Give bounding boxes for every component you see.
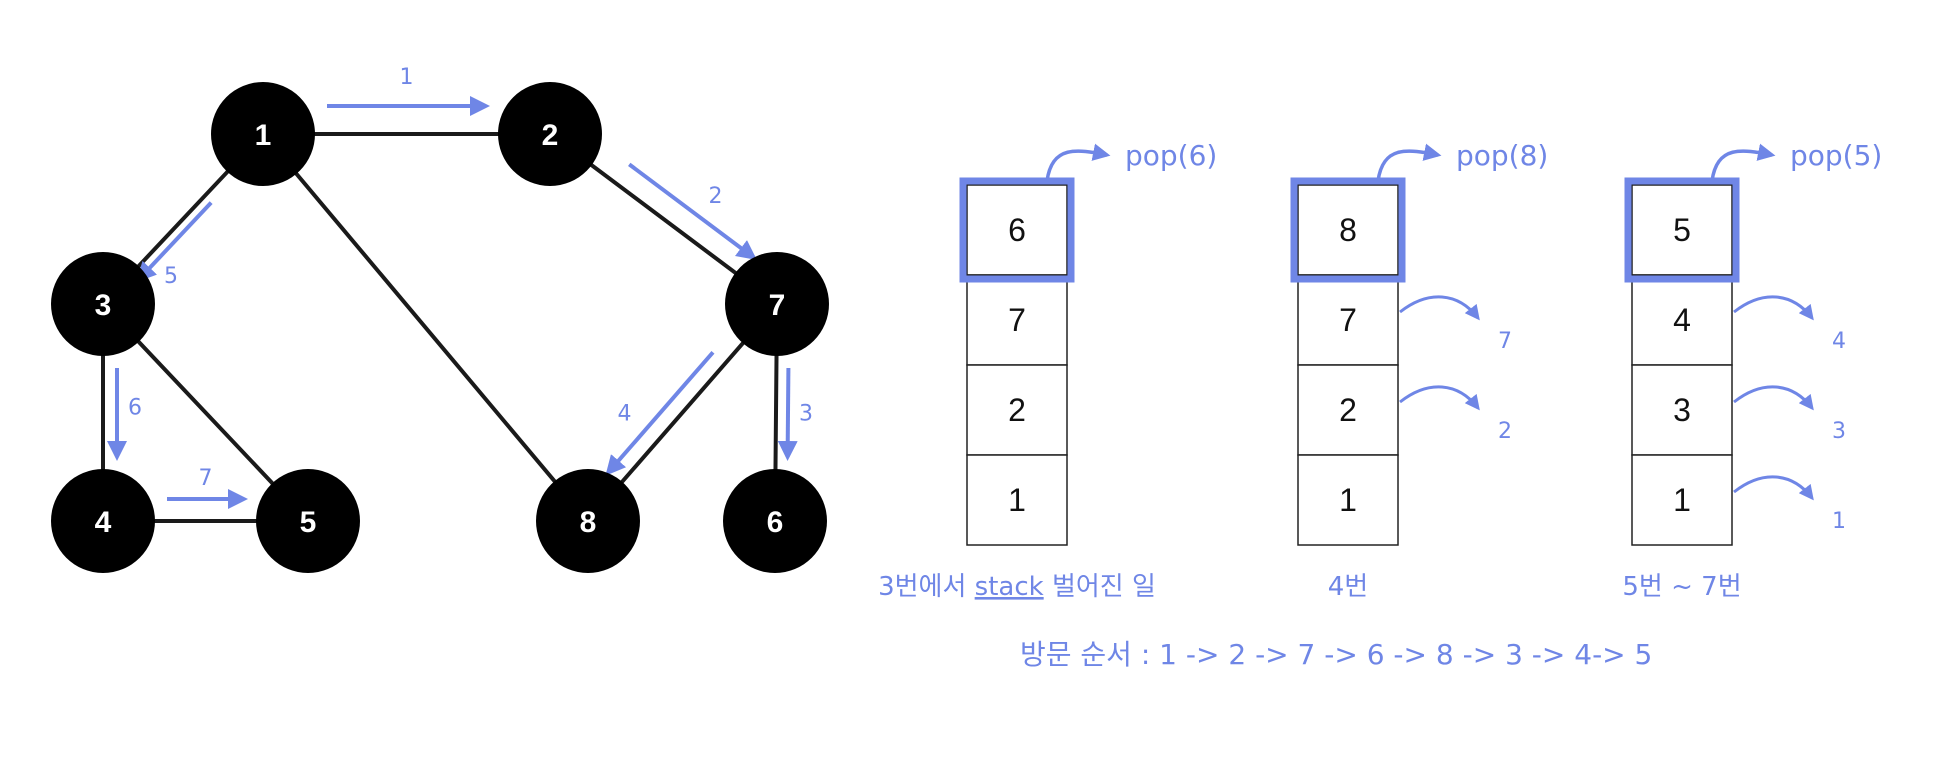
node-label: 6	[767, 506, 784, 539]
node-circle	[211, 82, 315, 186]
step-arrow-5	[136, 201, 213, 283]
node-circle	[725, 252, 829, 356]
caption-prefix: 3번에서	[878, 572, 975, 602]
stack-2: 8 7 2 1 pop(8) 7 2 4번	[1290, 139, 1548, 602]
node-label: 3	[95, 289, 112, 322]
caption-suffix: 벌어진 일	[1044, 572, 1156, 602]
node-circle	[723, 469, 827, 573]
stack-caption: 5번 ~ 7번	[1622, 572, 1741, 602]
stack-cell	[966, 274, 1068, 366]
step-label-4: 4	[618, 402, 632, 427]
pop-arrow	[1045, 143, 1111, 182]
graph-nodes: 1 2 3 4 5 6 7 8	[51, 82, 829, 573]
stack-cell-value: 1	[1673, 482, 1691, 518]
visit-order-text: 방문 순서 : 1 -> 2 -> 7 -> 6 -> 8 -> 3 -> 4-…	[1020, 638, 1652, 671]
popped-arrow	[1733, 475, 1814, 501]
stack-cell	[1297, 364, 1399, 456]
stack-caption: 3번에서 stack 벌어진 일	[878, 572, 1156, 602]
stack-cell-value: 7	[1339, 302, 1357, 338]
graph-node-5: 5	[256, 469, 360, 573]
step-arrow-4	[605, 350, 715, 476]
stack-cell	[1297, 274, 1399, 366]
stack-cell-value: 2	[1008, 392, 1026, 428]
node-circle	[256, 469, 360, 573]
node-label: 8	[580, 506, 597, 539]
step-arrow-2	[628, 162, 757, 261]
node-label: 1	[255, 119, 272, 152]
popped-item-label: 2	[1498, 419, 1512, 444]
node-label: 7	[769, 289, 786, 322]
popped-item-label: 4	[1832, 329, 1846, 354]
stack-1: 6 7 2 1 pop(6) 3번에서 stack 벌어진 일	[878, 139, 1217, 602]
step-label-1: 1	[400, 65, 414, 90]
graph-edges	[101, 132, 779, 523]
popped-arrow	[1733, 385, 1814, 411]
stack-cell-value: 8	[1339, 212, 1357, 248]
traversal-arrows: 1 2 3 4 5 6 7	[107, 65, 813, 509]
node-circle	[498, 82, 602, 186]
node-circle	[536, 469, 640, 573]
top-cell-highlight	[1624, 177, 1740, 283]
node-label: 4	[95, 506, 112, 539]
graph-node-6: 6	[723, 469, 827, 573]
stack-cell-value: 6	[1008, 212, 1026, 248]
stack-cell-value: 2	[1339, 392, 1357, 428]
node-label: 2	[542, 119, 559, 152]
stack-cell-value: 5	[1673, 212, 1691, 248]
popped-arrow	[1733, 295, 1814, 321]
popped-item-label: 7	[1498, 329, 1512, 354]
stack-cell	[1297, 184, 1399, 276]
stack-cell	[966, 184, 1068, 276]
edge-1-8	[261, 132, 590, 523]
stack-cell-value: 3	[1673, 392, 1691, 428]
top-cell-highlight	[959, 177, 1075, 283]
step-label-3: 3	[799, 402, 813, 427]
graph-node-2: 2	[498, 82, 602, 186]
stack-cell	[966, 454, 1068, 546]
stack-cell-value: 1	[1008, 482, 1026, 518]
graph-node-1: 1	[211, 82, 315, 186]
stack-cell-value: 1	[1339, 482, 1357, 518]
step-label-2: 2	[709, 184, 723, 209]
stack-cell	[1631, 364, 1733, 456]
popped-item-label: 3	[1832, 419, 1846, 444]
stack-cell-value: 4	[1673, 302, 1691, 338]
popped-arrow	[1399, 295, 1480, 321]
step-arrow-3	[777, 367, 798, 462]
node-label: 5	[300, 506, 317, 539]
caption-prefix: 5번 ~ 7번	[1622, 572, 1741, 602]
popped-arrow	[1399, 385, 1480, 411]
step-label-7: 7	[199, 466, 213, 491]
caption-prefix: 4번	[1328, 572, 1368, 602]
stack-caption: 4번	[1328, 572, 1368, 602]
popped-item-label: 1	[1832, 509, 1846, 534]
graph-node-7: 7	[725, 252, 829, 356]
stack-cell	[1297, 454, 1399, 546]
graph-node-4: 4	[51, 469, 155, 573]
stack-cell	[1631, 454, 1733, 546]
pop-arrow	[1376, 143, 1442, 182]
pop-label: pop(8)	[1456, 139, 1548, 172]
stack-diagrams: 6 7 2 1 pop(6) 3번에서 stack 벌어진 일 8 7 2 1 pop(8) 7 2 4번…	[878, 139, 1882, 602]
stack-cell-value: 7	[1008, 302, 1026, 338]
node-circle	[51, 469, 155, 573]
graph-node-3: 3	[51, 252, 155, 356]
pop-label: pop(5)	[1790, 139, 1882, 172]
node-circle	[51, 252, 155, 356]
caption-keyword: stack	[975, 572, 1044, 602]
top-cell-highlight	[1290, 177, 1406, 283]
step-label-5: 5	[164, 264, 178, 289]
pop-arrow	[1710, 143, 1776, 182]
pop-label: pop(6)	[1125, 139, 1217, 172]
step-label-6: 6	[128, 396, 142, 421]
graph-node-8: 8	[536, 469, 640, 573]
stack-cell	[1631, 274, 1733, 366]
stack-3: 5 4 3 1 pop(5) 4 3 1 5번 ~ 7번	[1622, 139, 1882, 602]
stack-cell	[966, 364, 1068, 456]
